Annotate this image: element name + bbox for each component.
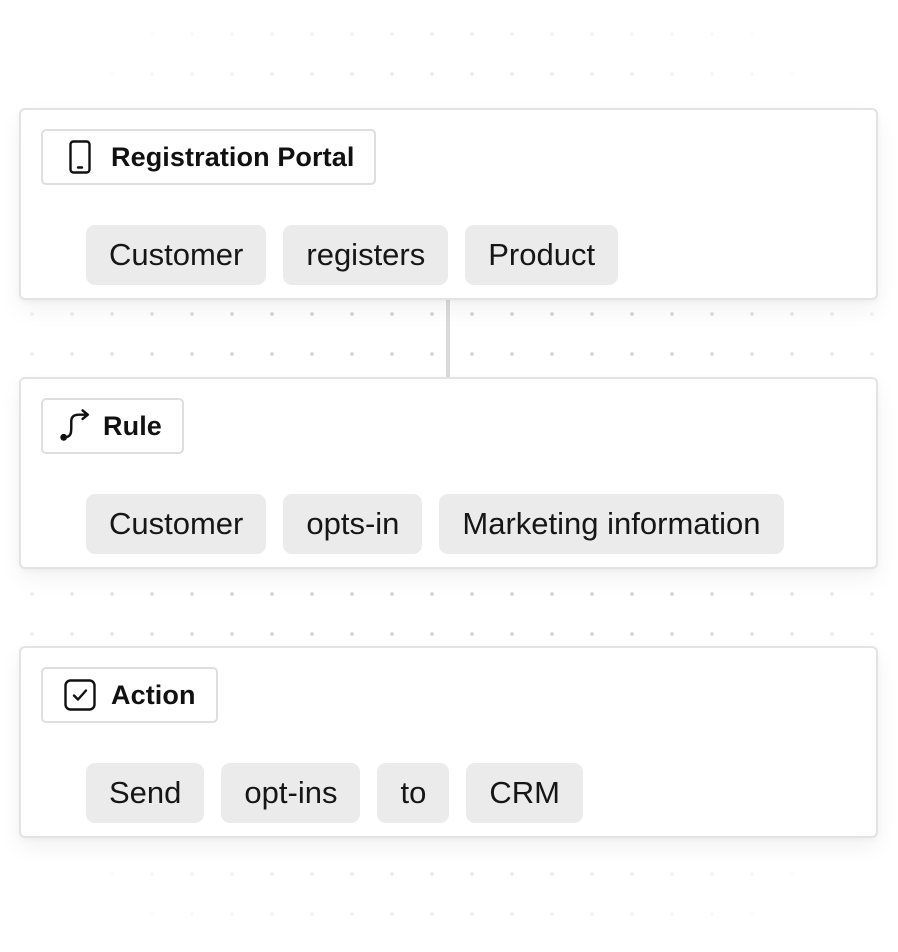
action-chips: Send opt-ins to CRM bbox=[86, 763, 583, 823]
mobile-phone-icon bbox=[63, 140, 97, 174]
chip-opt-ins[interactable]: opt-ins bbox=[221, 763, 361, 823]
trigger-chips: Customer registers Product bbox=[86, 225, 619, 285]
flow-connector bbox=[446, 300, 450, 378]
chip-send[interactable]: Send bbox=[86, 763, 205, 823]
trigger-header[interactable]: Registration Portal bbox=[41, 129, 377, 185]
chip-product[interactable]: Product bbox=[465, 225, 619, 285]
chip-opts-in[interactable]: opts-in bbox=[283, 494, 423, 554]
route-arrow-icon bbox=[59, 409, 93, 443]
chip-to[interactable]: to bbox=[377, 763, 450, 823]
action-title: Action bbox=[111, 679, 196, 710]
rule-card[interactable]: Rule Customer opts-in Marketing informat… bbox=[19, 377, 878, 569]
chip-marketing-information[interactable]: Marketing information bbox=[439, 494, 784, 554]
chip-crm[interactable]: CRM bbox=[466, 763, 583, 823]
checkbox-check-icon bbox=[63, 678, 97, 712]
action-header[interactable]: Action bbox=[41, 667, 218, 723]
rule-chips: Customer opts-in Marketing information bbox=[86, 494, 784, 554]
trigger-card[interactable]: Registration Portal Customer registers P… bbox=[19, 108, 878, 300]
rule-header[interactable]: Rule bbox=[41, 398, 184, 454]
chip-customer[interactable]: Customer bbox=[86, 494, 267, 554]
chip-customer[interactable]: Customer bbox=[86, 225, 267, 285]
chip-registers[interactable]: registers bbox=[283, 225, 449, 285]
action-card[interactable]: Action Send opt-ins to CRM bbox=[19, 646, 878, 838]
rule-title: Rule bbox=[103, 410, 162, 441]
trigger-title: Registration Portal bbox=[111, 141, 355, 172]
